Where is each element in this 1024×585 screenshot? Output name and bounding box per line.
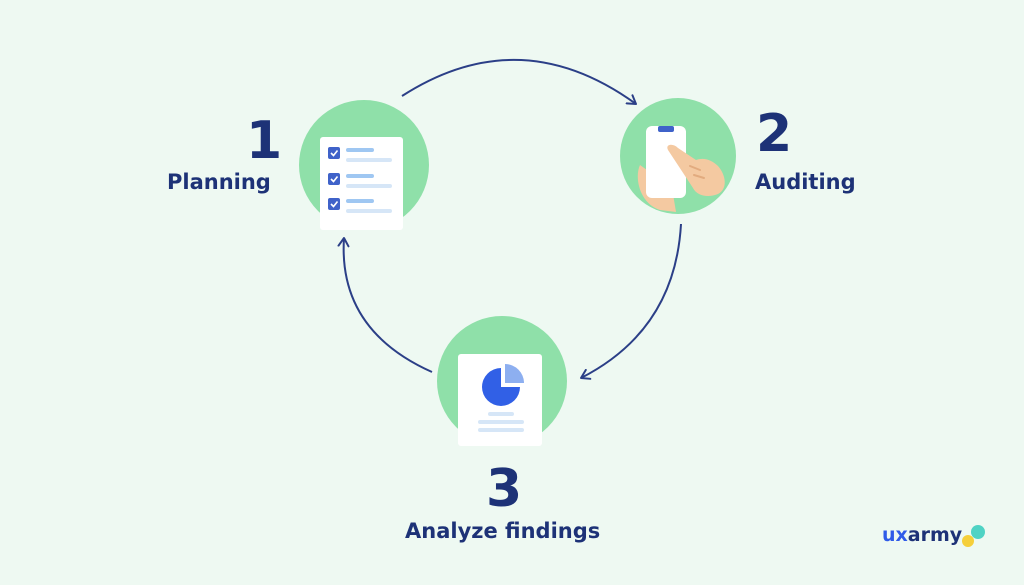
pie-report-icon xyxy=(458,354,542,446)
step-1-label: Planning xyxy=(167,170,271,194)
step-3-circle xyxy=(437,316,567,446)
arrow-analyze-to-planning xyxy=(337,237,433,373)
arrow-planning-to-auditing xyxy=(401,58,637,105)
step-1-number: 1 xyxy=(246,111,283,171)
step-3-label: Analyze findings xyxy=(405,519,601,543)
step-2-label: Auditing xyxy=(755,170,856,194)
brand-logo-suffix: army xyxy=(907,524,963,546)
step-1-circle xyxy=(299,100,429,230)
checklist-icon xyxy=(320,137,403,230)
arrow-auditing-to-analyze xyxy=(580,223,682,380)
step-3-number: 3 xyxy=(486,459,523,519)
step-2-circle xyxy=(620,98,736,214)
step-2-number: 2 xyxy=(756,104,793,164)
brand-logo: uxarmy xyxy=(882,526,962,545)
brand-logo-icon xyxy=(962,525,985,547)
phone-tap-icon xyxy=(637,126,725,212)
brand-logo-prefix: ux xyxy=(882,524,908,546)
